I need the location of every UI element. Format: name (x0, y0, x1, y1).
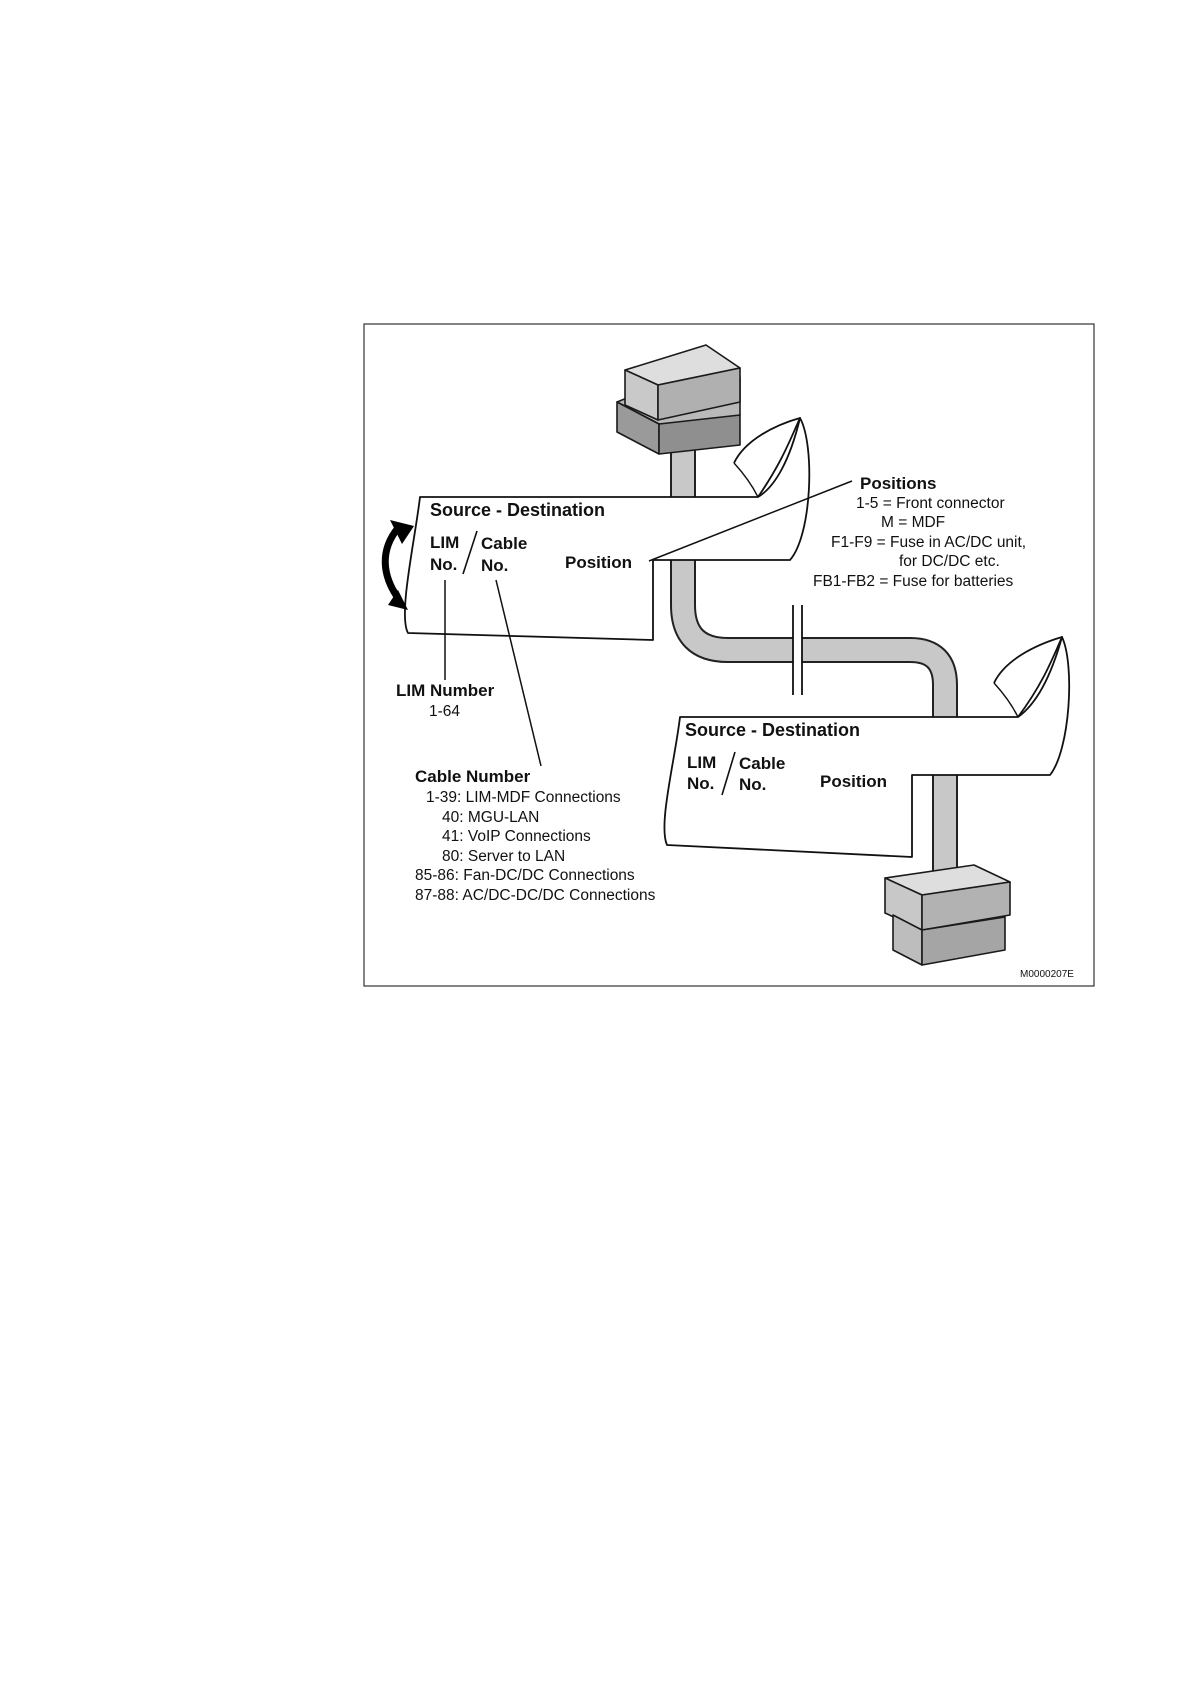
top-label-slash (462, 530, 478, 575)
positions-legend-line: 1-5 = Front connector (856, 495, 1005, 512)
top-label-flag (404, 417, 811, 641)
top-label-curl-inner (733, 462, 759, 498)
lim-legend-title: LIM Number (396, 681, 495, 700)
bottom-connector (884, 864, 1011, 966)
top-label-lim-1: LIM (430, 533, 459, 552)
bottom-label-position: Position (820, 772, 887, 791)
figure-code: M0000207E (1020, 969, 1074, 980)
positions-legend-title: Positions (860, 474, 937, 493)
bottom-label-cable-2: No. (739, 775, 766, 794)
bottom-label-slash (721, 751, 736, 796)
bottom-label-curl (993, 636, 1063, 718)
rotate-arrow-icon (381, 520, 414, 610)
bottom-label-curl-inner (993, 682, 1019, 718)
positions-legend-line: FB1-FB2 = Fuse for batteries (813, 573, 1014, 590)
cable-legend-line: 85-86: Fan-DC/DC Connections (415, 867, 635, 884)
cable-legend-line: 87-88: AC/DC-DC/DC Connections (415, 887, 656, 904)
cable-legend-line: 80: Server to LAN (442, 848, 565, 865)
cable-legend-line: 40: MGU-LAN (442, 809, 539, 826)
cable-legend-title: Cable Number (415, 767, 531, 786)
cable-legend-line: 1-39: LIM-MDF Connections (426, 789, 621, 806)
bottom-label-cable-1: Cable (739, 754, 785, 773)
bottom-label-lim-1: LIM (687, 753, 716, 772)
bottom-label-header: Source - Destination (685, 720, 860, 740)
bottom-label-flag (663, 636, 1071, 858)
top-label-cable-2: No. (481, 556, 508, 575)
top-label-cable-1: Cable (481, 534, 527, 553)
positions-legend-line: for DC/DC etc. (899, 553, 1000, 570)
cable-legend-line: 41: VoIP Connections (442, 828, 591, 845)
leader-position (648, 480, 853, 562)
lim-legend-range: 1-64 (429, 703, 460, 720)
top-label-position: Position (565, 553, 632, 572)
top-connector (616, 344, 741, 455)
top-label-header: Source - Destination (430, 500, 605, 520)
cable-break-gap (793, 605, 802, 695)
cable-body (672, 445, 956, 920)
top-label-lim-2: No. (430, 555, 457, 574)
bottom-label-lim-2: No. (687, 774, 714, 793)
leader-cable-number (495, 579, 542, 767)
top-label-curl (733, 417, 801, 498)
positions-legend-line: F1-F9 = Fuse in AC/DC unit, (831, 534, 1026, 551)
positions-legend-line: M = MDF (881, 514, 945, 531)
